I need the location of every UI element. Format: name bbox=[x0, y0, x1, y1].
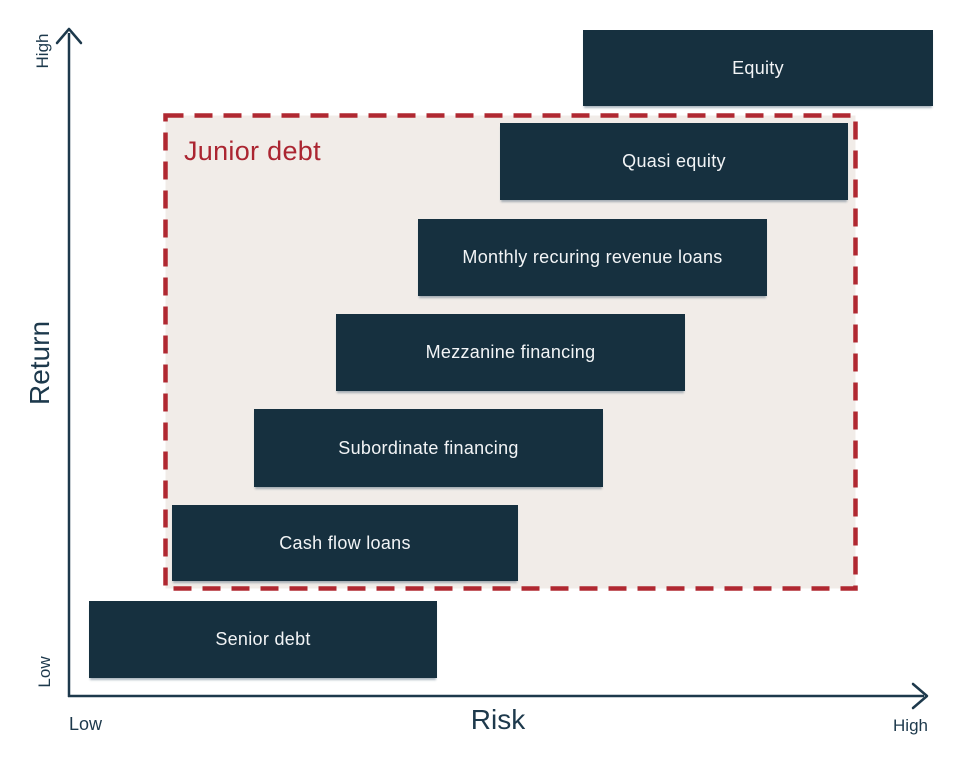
box-equity: Equity bbox=[583, 30, 933, 106]
y-axis-tick-low: Low bbox=[35, 656, 54, 688]
box-senior-debt-label: Senior debt bbox=[215, 629, 311, 649]
junior-debt-group-label: Junior debt bbox=[184, 136, 321, 166]
box-quasi-equity-label: Quasi equity bbox=[622, 151, 726, 171]
x-axis-arrow-icon bbox=[911, 682, 929, 710]
y-axis-title: Return bbox=[24, 320, 55, 406]
box-mezzanine-financing-label: Mezzanine financing bbox=[425, 342, 596, 362]
box-mezzanine-financing: Mezzanine financing bbox=[336, 314, 685, 391]
y-axis-arrow-icon bbox=[55, 27, 83, 45]
box-quasi-equity: Quasi equity bbox=[500, 123, 848, 200]
box-monthly-recuring-revenue-loans: Monthly recuring revenue loans bbox=[418, 219, 767, 296]
x-axis-tick-low: Low bbox=[69, 714, 103, 734]
y-axis-tick-high: High bbox=[33, 33, 52, 69]
box-subordinate-financing-label: Subordinate financing bbox=[338, 437, 519, 458]
box-senior-debt: Senior debt bbox=[89, 601, 437, 678]
box-cash-flow-loans: Cash flow loans bbox=[172, 505, 518, 581]
box-cash-flow-loans-label: Cash flow loans bbox=[279, 532, 411, 553]
x-axis-title: Risk bbox=[470, 704, 526, 735]
box-subordinate-financing: Subordinate financing bbox=[254, 409, 603, 487]
box-equity-label: Equity bbox=[732, 57, 784, 78]
box-monthly-recuring-revenue-loans-label: Monthly recuring revenue loans bbox=[462, 247, 723, 267]
x-axis-tick-high: High bbox=[893, 716, 928, 735]
